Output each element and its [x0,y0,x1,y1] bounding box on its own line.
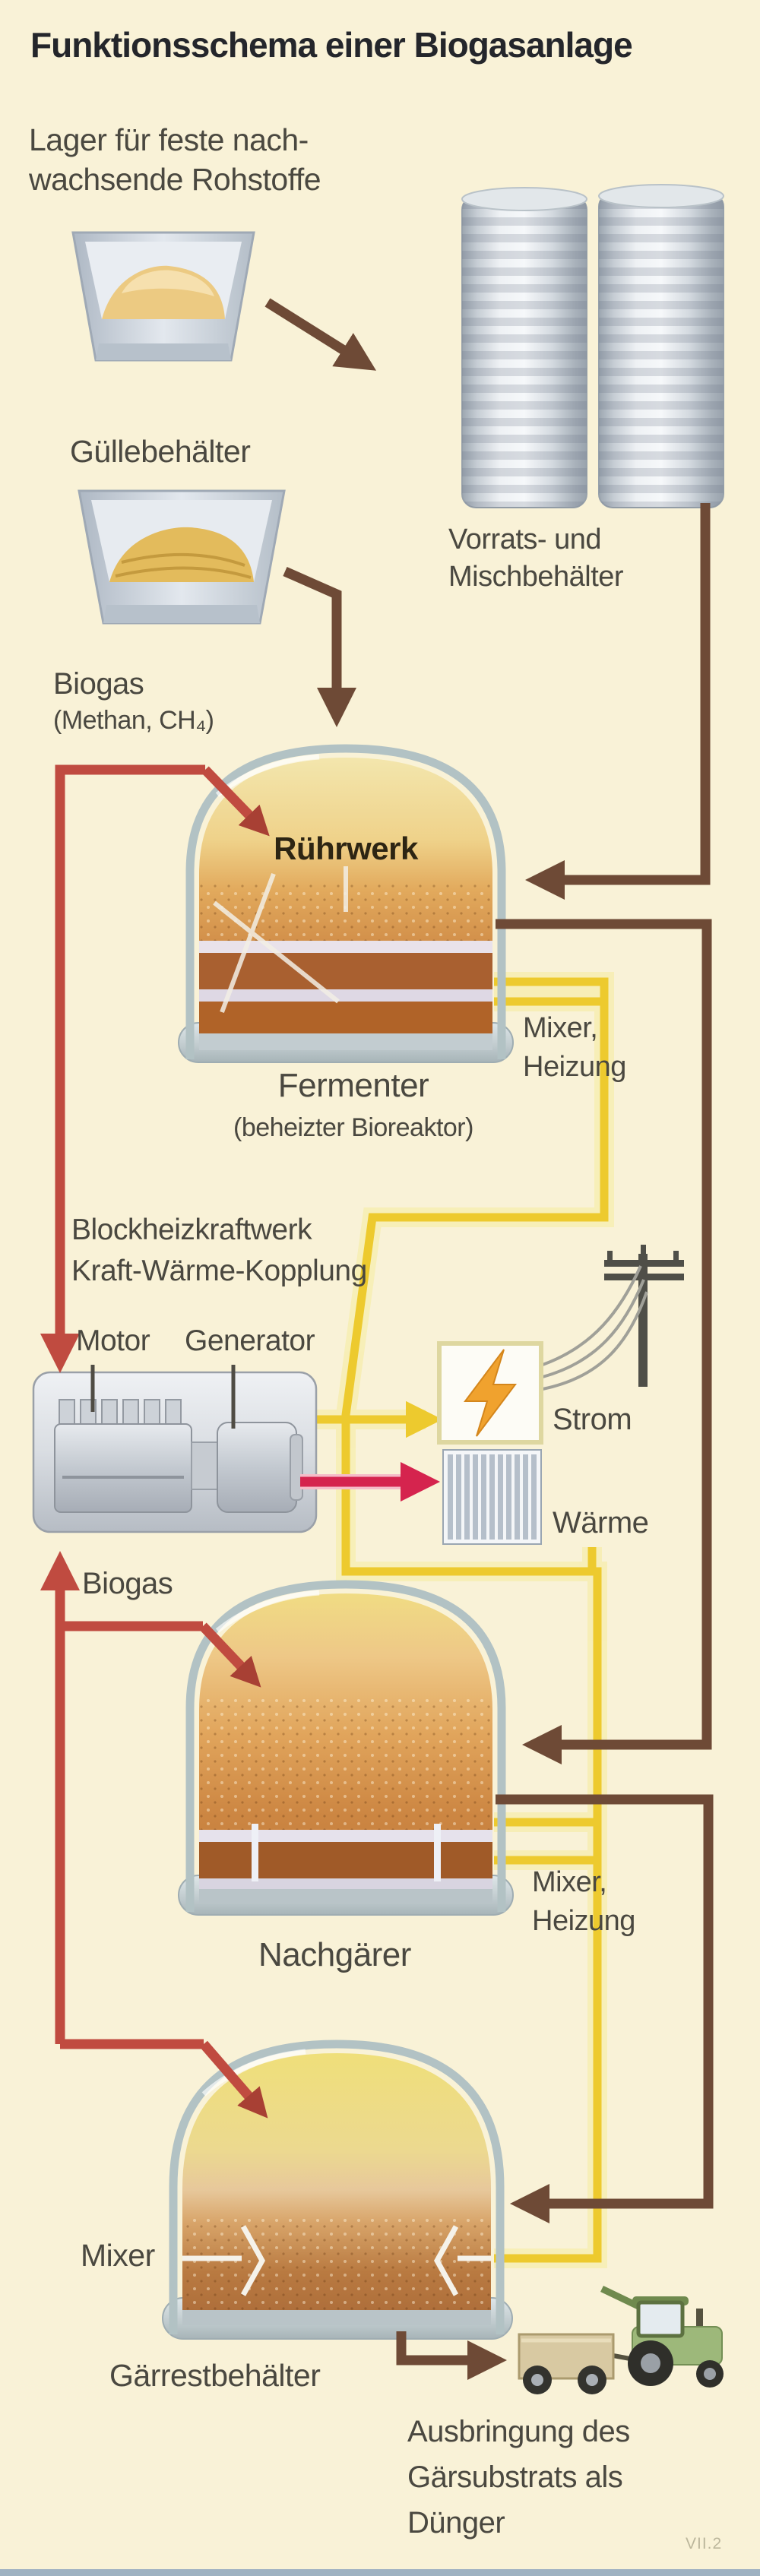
label-strom: Strom [553,1403,632,1436]
label-ruehrwerk: Rührwerk [274,831,418,866]
chp-engine-icon [32,1365,318,1533]
label-ausbringung: Ausbringung des Gärsubstrats als Dünger [407,2415,630,2540]
arrow-fermenter-to-nachgaerer [496,919,712,1764]
biogas-line-gaerrest [200,2040,268,2119]
agitator-blades [213,866,348,1014]
tractor-trailer-icon [518,2285,724,2394]
mixer-propellers [182,2225,491,2296]
label-storage-mixing-tanks: Vorrats- und Mischbehälter [448,524,624,593]
biogas-flow-lines [40,764,270,2119]
arrow-gaerrest-to-tractor [396,2331,507,2380]
solid-feedstock-container-icon [71,231,255,362]
gaerrest-tank-icon [162,2040,513,2340]
biogas-line-nachgaerer [199,1622,261,1688]
biogas-line-fermenter-to-engine [40,764,205,1373]
arrow-feedstock-to-silos [264,298,377,371]
bottom-edge-strip [0,2569,760,2576]
label-generator: Generator [185,1324,315,1357]
label-motor: Motor [76,1324,150,1357]
label-waerme: Wärme [553,1506,649,1540]
power-heating-lines [306,972,614,2268]
label-nachgaerer: Nachgärer [258,1936,411,1973]
label-gaerrestbehaelter: Gärrestbehälter [109,2358,321,2393]
manure-container-icon [78,489,286,625]
substrate-flow-lines [264,298,714,2380]
arrow-manure-to-fermenter [283,567,356,727]
label-biogas-methane: Biogas (Methan, CH₄) [53,667,214,735]
waerme-radiator-icon [442,1449,542,1545]
generator-body [217,1422,303,1513]
arrow-silos-to-fermenter [525,503,711,900]
label-fermenter: Fermenter [277,1067,429,1104]
label-manure-container: Güllebehälter [70,434,251,469]
watermark: VII.2 [686,2535,723,2552]
label-fermenter-sub: (beheizter Bioreaktor) [233,1113,473,1142]
power-wires [542,1265,648,1391]
label-mixer-heizung-fermenter: Mixer, Heizung [523,1012,626,1084]
label-mixer-gaerrest: Mixer [81,2238,155,2273]
label-bhkw: Blockheizkraftwerk Kraft-Wärme-Kopplung [71,1214,367,1287]
storage-silos-icon [461,184,724,508]
page-title: Funktionsschema einer Biogasanlage [30,25,633,65]
strom-box-icon [437,1341,543,1445]
label-feedstock-storage: Lager für feste nach- wachsende Rohstoff… [29,122,321,198]
power-pylon-icon [604,1245,684,1387]
engine-block [54,1399,192,1513]
nachgaerer-tank-icon [178,1580,514,1916]
label-biogas-nachgaerer: Biogas [82,1567,173,1600]
arrow-nachgaerer-to-gaerrest [496,1794,714,2223]
lightning-icon [464,1349,517,1437]
label-mixer-heizung-nachgaerer: Mixer, Heizung [532,1866,635,1938]
